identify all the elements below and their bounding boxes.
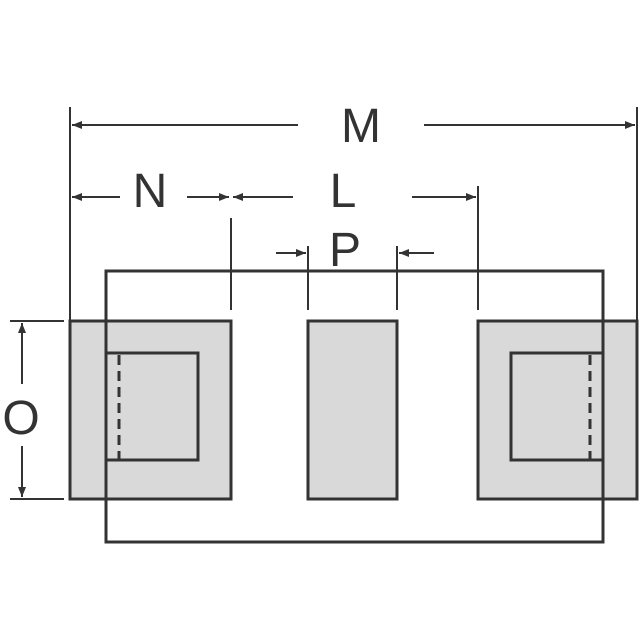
center-pad [306, 319, 399, 501]
dimension-o-label: O [2, 392, 39, 445]
right-terminal [509, 351, 605, 462]
dimension-l-label: L [330, 165, 357, 218]
left-pad [68, 319, 233, 501]
dimension-m-label: M [341, 100, 381, 153]
right-pad [476, 319, 639, 501]
left-terminal [104, 351, 200, 462]
dimension-n-label: N [133, 165, 168, 218]
dimension-p-label: P [329, 224, 361, 277]
